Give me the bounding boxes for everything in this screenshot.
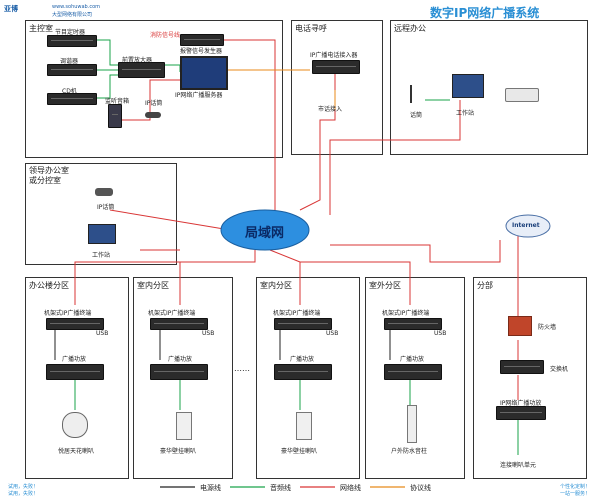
zone-title-3: 室内分区: [260, 281, 292, 290]
switch-label: 交换机: [550, 366, 569, 373]
zone-1-amp-device: [46, 364, 104, 380]
zone-2-speaker: [176, 412, 192, 440]
zone-1-speaker: [62, 412, 88, 438]
preamp-label: 前置放大器: [122, 57, 153, 64]
monitor-speaker-label: 监听音箱: [105, 98, 130, 105]
leader-office-title: 领导办公室 或分控室: [29, 166, 69, 185]
logo: 亚博: [4, 4, 44, 18]
leader-laptop-device: [88, 224, 116, 244]
monitor-speaker-device: [108, 104, 122, 128]
footer-left-2: 试用，失败！: [8, 491, 39, 497]
zone-2-amp-device: [150, 364, 208, 380]
zone-1-usb-label: USB: [96, 330, 109, 337]
legend-audio-label: 音频线: [270, 484, 291, 492]
router-icon: [505, 88, 539, 102]
zone-2-terminal-label: 机架式IP广播终端: [148, 310, 196, 317]
internet-label: Internet: [512, 222, 540, 229]
leader-mic-device: [95, 188, 113, 196]
phone-paging-box: 电话寻呼: [291, 20, 383, 155]
fire-signal-label: 消防信号线: [150, 32, 181, 39]
legend-network-label: 网络线: [340, 484, 361, 492]
zone-3-amp-label: 广播功放: [290, 356, 315, 363]
zone-4-speaker-label: 户外防水音柱: [391, 448, 428, 455]
page-title: 数字IP网络广播系统: [430, 6, 540, 20]
logo-text: 亚博: [4, 5, 18, 13]
alarm-generator-device: [180, 34, 224, 46]
tuner-label: 调谐器: [60, 58, 79, 65]
zone-4-terminal-device: [384, 318, 442, 330]
zone-4-amp-device: [384, 364, 442, 380]
zone-1-speaker-label: 悦居天花喇叭: [58, 448, 95, 455]
zone-title-4: 室外分区: [369, 281, 401, 290]
legend-protocol-label: 协议线: [410, 484, 431, 492]
zone-3-terminal-label: 机架式IP广播终端: [273, 310, 321, 317]
server-label: IP网络广播服务器: [175, 92, 223, 99]
leader-laptop-label: 工作站: [92, 252, 111, 259]
switch-device: [500, 360, 544, 374]
zone-4-terminal-label: 机架式IP广播终端: [382, 310, 430, 317]
remote-office-box: 远程办公: [390, 20, 588, 155]
zone-3-amp-device: [274, 364, 332, 380]
zone-3-speaker: [296, 412, 312, 440]
branch-amp-device: [496, 406, 546, 420]
zones-ellipsis: ……: [234, 364, 250, 373]
program-timer-device: [47, 35, 97, 47]
phone-paging-title: 电话寻呼: [295, 24, 327, 33]
branch-title: 分部: [477, 281, 493, 290]
leader-office-box: 领导办公室 或分控室: [25, 163, 177, 265]
footer-right-2: 一站一服务！: [560, 491, 591, 497]
remote-office-title: 远程办公: [394, 24, 426, 33]
zone-4-speaker: [407, 405, 417, 443]
zone-title-1: 办公楼分区: [29, 281, 69, 290]
footer-right-1: 个性化定制！: [560, 484, 591, 490]
preamp-device: [118, 62, 165, 78]
zone-1-amp-label: 广播功放: [62, 356, 87, 363]
zone-1-terminal-device: [46, 318, 104, 330]
zone-title-2: 室内分区: [137, 281, 169, 290]
master-room-title: 主控室: [29, 24, 53, 33]
leader-mic-label: IP话筒: [97, 204, 115, 211]
branch-speaker-label: 连接喇叭单元: [500, 462, 537, 469]
zone-2-terminal-device: [150, 318, 208, 330]
tuner-device: [47, 64, 97, 76]
phone-line-in-label: 市话接入: [318, 106, 343, 113]
phone-gateway-label: IP广播电话接入器: [310, 52, 358, 59]
branch-amp-label: IP网络广播功放: [500, 400, 542, 407]
remote-mic-label: 话筒: [410, 112, 423, 119]
zone-4-usb-label: USB: [434, 330, 447, 337]
firewall-icon: [508, 316, 532, 336]
lan-label: 局域网: [245, 226, 285, 241]
company-text: 大型网络有限公司: [52, 12, 93, 18]
cd-player-label: CD机: [62, 88, 77, 95]
alarm-generator-label: 报警信号发生器: [180, 48, 223, 55]
zone-3-speaker-label: 豪华壁挂喇叭: [281, 448, 318, 455]
program-timer-label: 节目定时器: [55, 29, 86, 36]
zone-2-speaker-label: 豪华壁挂喇叭: [160, 448, 197, 455]
server-device: [180, 56, 228, 90]
zone-3-usb-label: USB: [326, 330, 339, 337]
cd-player-device: [47, 93, 97, 105]
zone-2-amp-label: 广播功放: [168, 356, 193, 363]
ip-mic-device: [145, 112, 161, 118]
internet-cloud: [505, 214, 551, 238]
zone-box-2: 室内分区: [133, 277, 233, 479]
ip-mic-label: IP话筒: [145, 100, 163, 107]
zone-1-terminal-label: 机架式IP广播终端: [44, 310, 92, 317]
remote-laptop-label: 工作站: [456, 110, 475, 117]
zone-2-usb-label: USB: [202, 330, 215, 337]
phone-gateway-device: [312, 60, 360, 74]
remote-mic-device: [410, 85, 424, 103]
footer-left-1: 试用，失败！: [8, 484, 39, 490]
website-text: www.sohuwab.com: [52, 4, 100, 10]
lan-cloud: [220, 209, 310, 251]
firewall-label: 防火墙: [538, 324, 557, 331]
zone-3-terminal-device: [274, 318, 332, 330]
remote-laptop-device: [452, 74, 484, 98]
legend-power-label: 电源线: [200, 484, 221, 492]
branch-box: 分部: [473, 277, 587, 479]
zone-4-amp-label: 广播功放: [400, 356, 425, 363]
